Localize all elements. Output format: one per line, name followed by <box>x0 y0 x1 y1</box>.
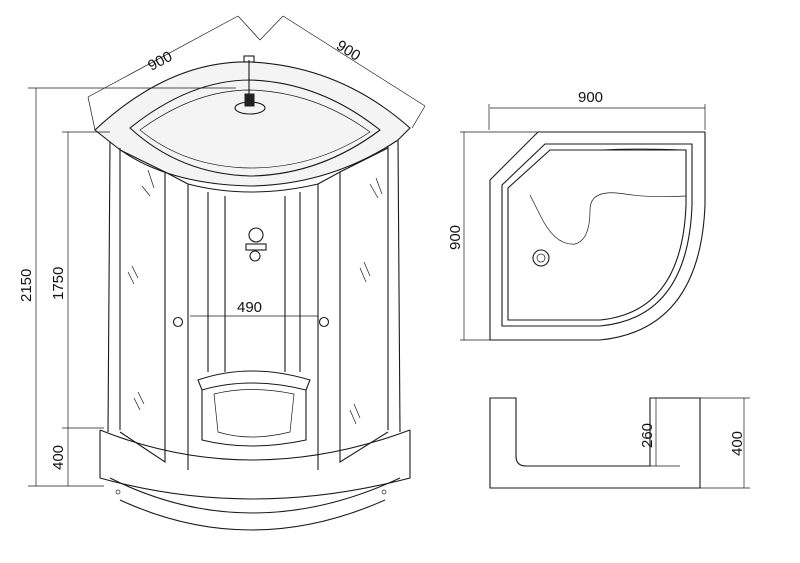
cabin-roof <box>94 61 411 187</box>
front-width-right-label: 900 <box>333 37 363 65</box>
top-tray-outline <box>489 131 706 341</box>
top-depth-label: 900 <box>447 225 464 250</box>
mixer-knob-icon <box>248 227 264 243</box>
left-glass-panel <box>119 149 166 464</box>
right-door-handle <box>318 316 330 328</box>
top-view: 900 900 <box>447 89 706 341</box>
front-height-dimension-lines <box>28 87 236 487</box>
front-tray-height-label: 400 <box>50 445 67 470</box>
front-tray <box>99 429 411 531</box>
total-height-label: 2150 <box>18 269 35 302</box>
left-door-handle <box>172 316 184 328</box>
sliding-doors <box>164 171 341 470</box>
front-top-dimension-lines <box>87 15 426 131</box>
door-opening-label: 490 <box>237 299 262 316</box>
front-view: 900 900 <box>18 15 426 531</box>
drain-icon <box>532 249 550 267</box>
side-tray-outline <box>489 397 701 489</box>
side-inner-depth-label: 260 <box>639 423 656 448</box>
roof-hose <box>234 55 266 115</box>
side-tray-height-label: 400 <box>729 431 746 456</box>
back-wall <box>187 183 319 372</box>
door-height-label: 1750 <box>50 267 67 300</box>
cabin-body <box>107 139 401 433</box>
corner-seat <box>197 370 311 447</box>
side-view: 260 400 <box>489 397 750 489</box>
right-glass-panel <box>339 147 389 463</box>
top-width-label: 900 <box>578 89 603 106</box>
